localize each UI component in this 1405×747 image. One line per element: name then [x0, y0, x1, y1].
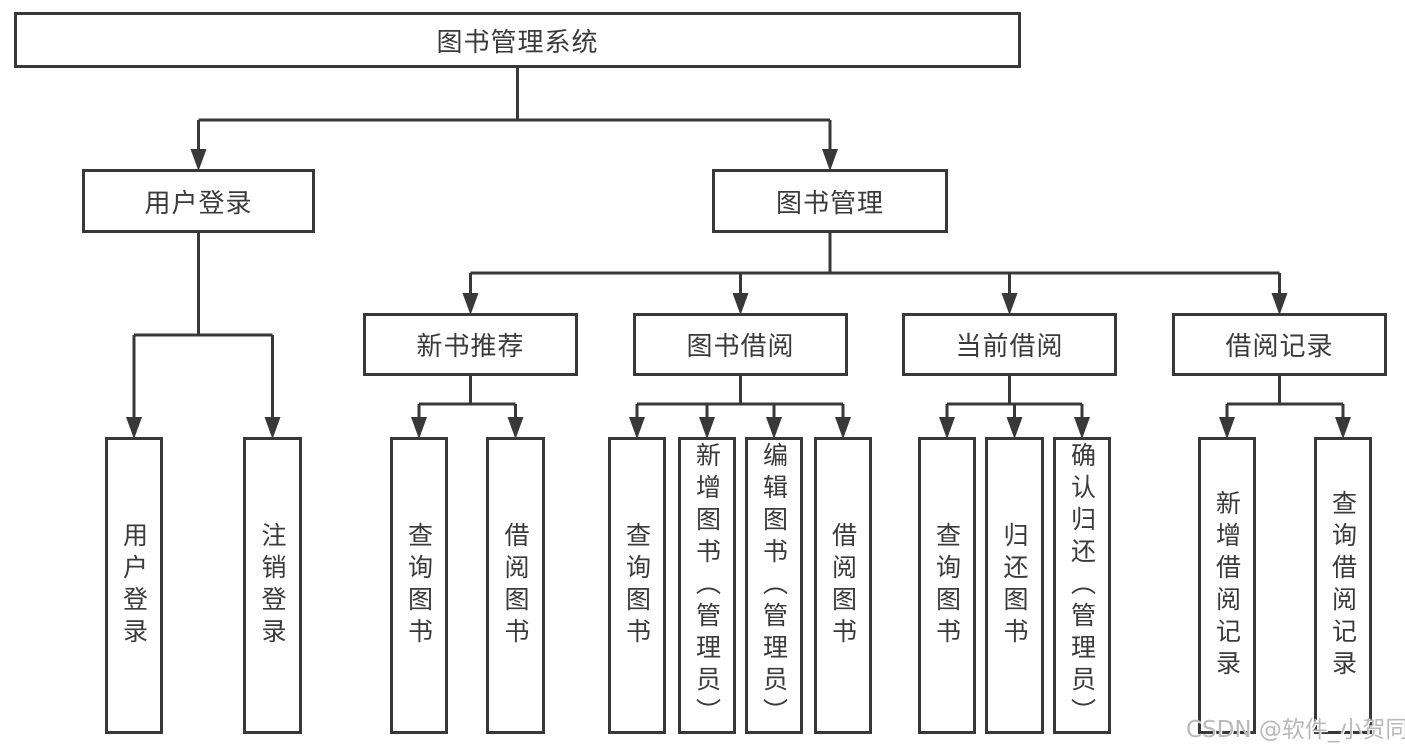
arrowhead	[822, 149, 838, 171]
node-bb-edit-books-admin: 编辑图书（管理员）	[745, 437, 803, 734]
connector-line	[945, 376, 1084, 421]
node-label: 新增图书（管理员）	[692, 441, 722, 730]
connector-new-book-rec	[411, 376, 524, 439]
node-leaf-user-login: 用户登录	[105, 437, 163, 734]
arrowhead	[507, 417, 524, 439]
arrowhead	[699, 417, 715, 439]
arrowhead	[190, 149, 207, 171]
node-label: 图书借阅	[686, 332, 795, 362]
node-current-borrow: 当前借阅	[902, 313, 1117, 376]
node-label: 图书管理	[775, 188, 884, 219]
node-label: 编辑图书（管理员）	[759, 441, 789, 730]
node-label: 查询借阅记录	[1328, 489, 1358, 682]
arrowhead	[766, 417, 782, 439]
arrowhead	[629, 417, 645, 439]
connector-line	[469, 233, 1281, 297]
node-label: 用户登录	[119, 521, 149, 650]
node-label: 新书推荐	[416, 332, 525, 362]
watermark-text: CSDN @软件_小贺同学	[1186, 717, 1405, 743]
arrowhead	[1219, 417, 1235, 439]
node-label: 查询图书	[932, 521, 962, 650]
node-label: 归还图书	[1000, 521, 1029, 650]
connector-line	[132, 233, 274, 421]
connector-borrow-records	[1219, 376, 1351, 439]
node-label: 当前借阅	[955, 332, 1064, 362]
node-label: 查询图书	[404, 521, 434, 650]
node-cb-confirm-return-admin: 确认归还（管理员）	[1053, 437, 1111, 734]
connector-line	[635, 376, 845, 421]
node-new-book-rec: 新书推荐	[363, 313, 578, 376]
node-label: 注销登录	[258, 521, 287, 650]
node-br-query-record: 查询借阅记录	[1314, 437, 1372, 734]
arrowhead	[1271, 293, 1288, 315]
node-label: 借阅图书	[828, 521, 858, 650]
connector-user-login	[126, 233, 281, 439]
connector-book-mgmt	[462, 233, 1288, 315]
node-nbr-query-books: 查询图书	[390, 437, 448, 734]
node-label: 借阅记录	[1225, 332, 1334, 362]
node-root: 图书管理系统	[14, 12, 1021, 68]
node-br-add-record: 新增借阅记录	[1198, 437, 1256, 734]
arrowhead	[939, 417, 955, 439]
connector-current-borrow	[939, 376, 1090, 439]
node-label: 确认归还（管理员）	[1067, 441, 1097, 730]
arrowhead	[126, 417, 142, 439]
connector-root	[190, 68, 838, 171]
arrowhead	[1006, 417, 1023, 439]
arrowhead	[732, 293, 749, 315]
connector-book-borrow	[629, 376, 851, 439]
connector-line	[1225, 376, 1345, 421]
node-book-mgmt: 图书管理	[712, 169, 948, 233]
node-label: 用户登录	[144, 188, 253, 219]
node-label: 图书管理系统	[436, 27, 599, 58]
arrowhead	[1074, 417, 1090, 439]
arrowhead	[1001, 293, 1018, 315]
node-bb-query-books: 查询图书	[608, 437, 666, 734]
node-book-borrow: 图书借阅	[633, 313, 848, 376]
arrowhead	[1335, 417, 1351, 439]
arrowhead	[264, 417, 281, 439]
connector-line	[197, 68, 832, 153]
node-bb-add-books-admin: 新增图书（管理员）	[678, 437, 736, 734]
node-user-login: 用户登录	[82, 169, 315, 233]
node-label: 查询图书	[622, 521, 652, 650]
node-label: 借阅图书	[501, 521, 530, 650]
node-bb-borrow-books: 借阅图书	[814, 437, 872, 734]
node-borrow-records: 借阅记录	[1172, 313, 1387, 376]
arrowhead	[835, 417, 851, 439]
connector-line	[417, 376, 517, 421]
node-label: 新增借阅记录	[1212, 489, 1242, 682]
node-cb-return-books: 归还图书	[985, 437, 1044, 734]
node-leaf-logout: 注销登录	[243, 437, 302, 734]
node-cb-query-books: 查询图书	[918, 437, 976, 734]
arrowhead	[462, 293, 479, 315]
node-nbr-borrow-books: 借阅图书	[486, 437, 545, 734]
arrowhead	[411, 417, 427, 439]
